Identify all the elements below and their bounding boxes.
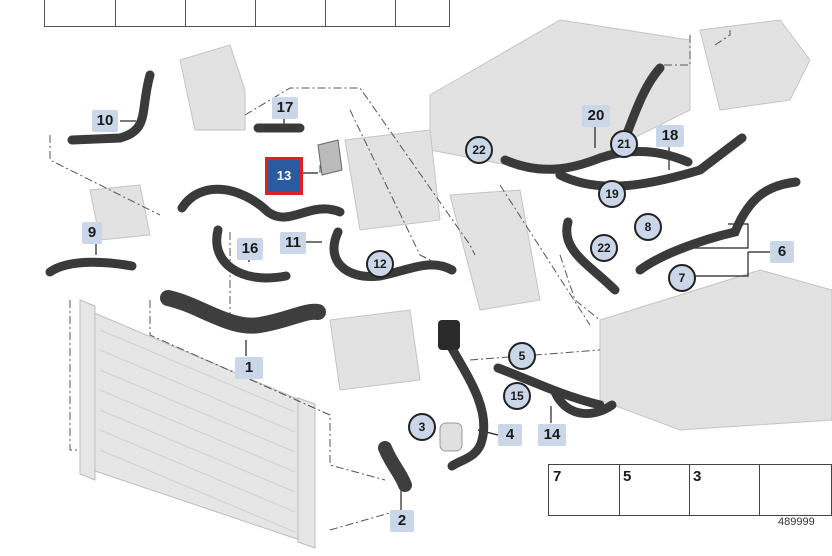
legend-number: 5 bbox=[623, 468, 632, 485]
bracket-13 bbox=[317, 139, 343, 176]
document-id: 489999 bbox=[778, 516, 815, 528]
circled-12[interactable]: 12 bbox=[366, 250, 394, 278]
callout-16[interactable]: 16 bbox=[237, 238, 263, 260]
selected-callout-13[interactable]: 13 bbox=[265, 157, 303, 195]
callout-10[interactable]: 10 bbox=[92, 110, 118, 132]
legend-table: 7 5 3 bbox=[548, 464, 832, 516]
circled-22-lower[interactable]: 22 bbox=[590, 234, 618, 262]
callout-14[interactable]: 14 bbox=[538, 424, 566, 446]
top-parts-strip bbox=[44, 0, 450, 27]
legend-number: 3 bbox=[693, 468, 702, 485]
hose-4 bbox=[445, 340, 489, 471]
hose-14 bbox=[550, 387, 617, 418]
connector-4 bbox=[438, 320, 460, 350]
hose-2 bbox=[378, 441, 412, 492]
legend-cell-5: 5 bbox=[619, 465, 690, 515]
callout-17[interactable]: 17 bbox=[272, 97, 298, 119]
coolant-hoses bbox=[45, 63, 801, 492]
hose-9 bbox=[45, 257, 137, 277]
hose-20-21 bbox=[500, 147, 693, 174]
radiator-illustration bbox=[79, 299, 316, 549]
callout-6[interactable]: 6 bbox=[770, 241, 794, 263]
circled-7[interactable]: 7 bbox=[668, 264, 696, 292]
callout-2[interactable]: 2 bbox=[390, 510, 414, 532]
circled-21[interactable]: 21 bbox=[610, 130, 638, 158]
legend-cell-3: 3 bbox=[689, 465, 760, 515]
callout-4[interactable]: 4 bbox=[498, 424, 522, 446]
circled-3[interactable]: 3 bbox=[408, 413, 436, 441]
circled-19[interactable]: 19 bbox=[598, 180, 626, 208]
hose-22 bbox=[562, 217, 620, 295]
callout-20[interactable]: 20 bbox=[582, 105, 610, 127]
legend-cell-arrow bbox=[759, 465, 831, 515]
hose-12 bbox=[329, 227, 457, 281]
hose-15 bbox=[493, 363, 605, 410]
legend-number: 7 bbox=[553, 468, 562, 485]
top-cell-hose-connector bbox=[45, 0, 116, 26]
callout-1[interactable]: 1 bbox=[235, 357, 263, 379]
circled-22-upper[interactable]: 22 bbox=[465, 136, 493, 164]
hose-16 bbox=[212, 225, 291, 283]
hose-10 bbox=[67, 70, 155, 145]
top-cell-clip bbox=[115, 0, 186, 26]
hose-1 bbox=[160, 290, 326, 334]
legend-cell-7: 7 bbox=[549, 465, 620, 515]
top-cell-nut bbox=[325, 0, 396, 26]
circled-5[interactable]: 5 bbox=[508, 342, 536, 370]
circled-8[interactable]: 8 bbox=[634, 213, 662, 241]
top-cell-bolt bbox=[255, 0, 326, 26]
callout-18[interactable]: 18 bbox=[656, 125, 684, 147]
circled-15[interactable]: 15 bbox=[503, 382, 531, 410]
hose-6-7 bbox=[635, 177, 801, 275]
callout-11[interactable]: 11 bbox=[280, 232, 306, 254]
callout-9[interactable]: 9 bbox=[82, 222, 102, 244]
hose-18 bbox=[555, 133, 747, 191]
small-parts bbox=[317, 139, 463, 452]
hose-11-upper bbox=[177, 184, 345, 222]
thermostat-cap bbox=[439, 422, 463, 452]
top-cell-bracket bbox=[185, 0, 256, 26]
